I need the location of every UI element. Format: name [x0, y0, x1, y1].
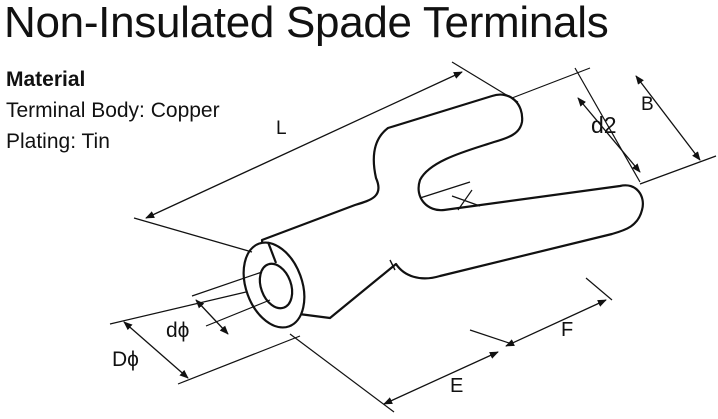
dim-L-line	[145, 71, 463, 219]
plating-text: Plating: Tin	[6, 130, 110, 153]
dim-E-label: E	[450, 375, 463, 397]
extension-lines	[109, 61, 717, 413]
dim-Dphi-line	[123, 321, 189, 379]
material-heading: Material	[6, 68, 86, 91]
terminal-outline	[242, 93, 644, 329]
dim-F-label: F	[561, 319, 573, 341]
dimension-lines	[123, 71, 701, 405]
dim-d2-line	[577, 97, 641, 173]
dim-dphi-line	[195, 299, 229, 335]
page-title: Non-Insulated Spade Terminals	[4, 0, 609, 47]
dim-E-line	[383, 351, 499, 405]
dim-dphi-label: dϕ	[166, 319, 189, 342]
dim-B-line	[635, 75, 701, 161]
dim-Dphi-label: Dϕ	[112, 348, 139, 371]
dim-L-label: L	[276, 118, 287, 139]
dim-d2-label: d2	[591, 112, 617, 138]
dim-B-label: B	[641, 94, 654, 115]
dim-F-line	[505, 299, 607, 347]
